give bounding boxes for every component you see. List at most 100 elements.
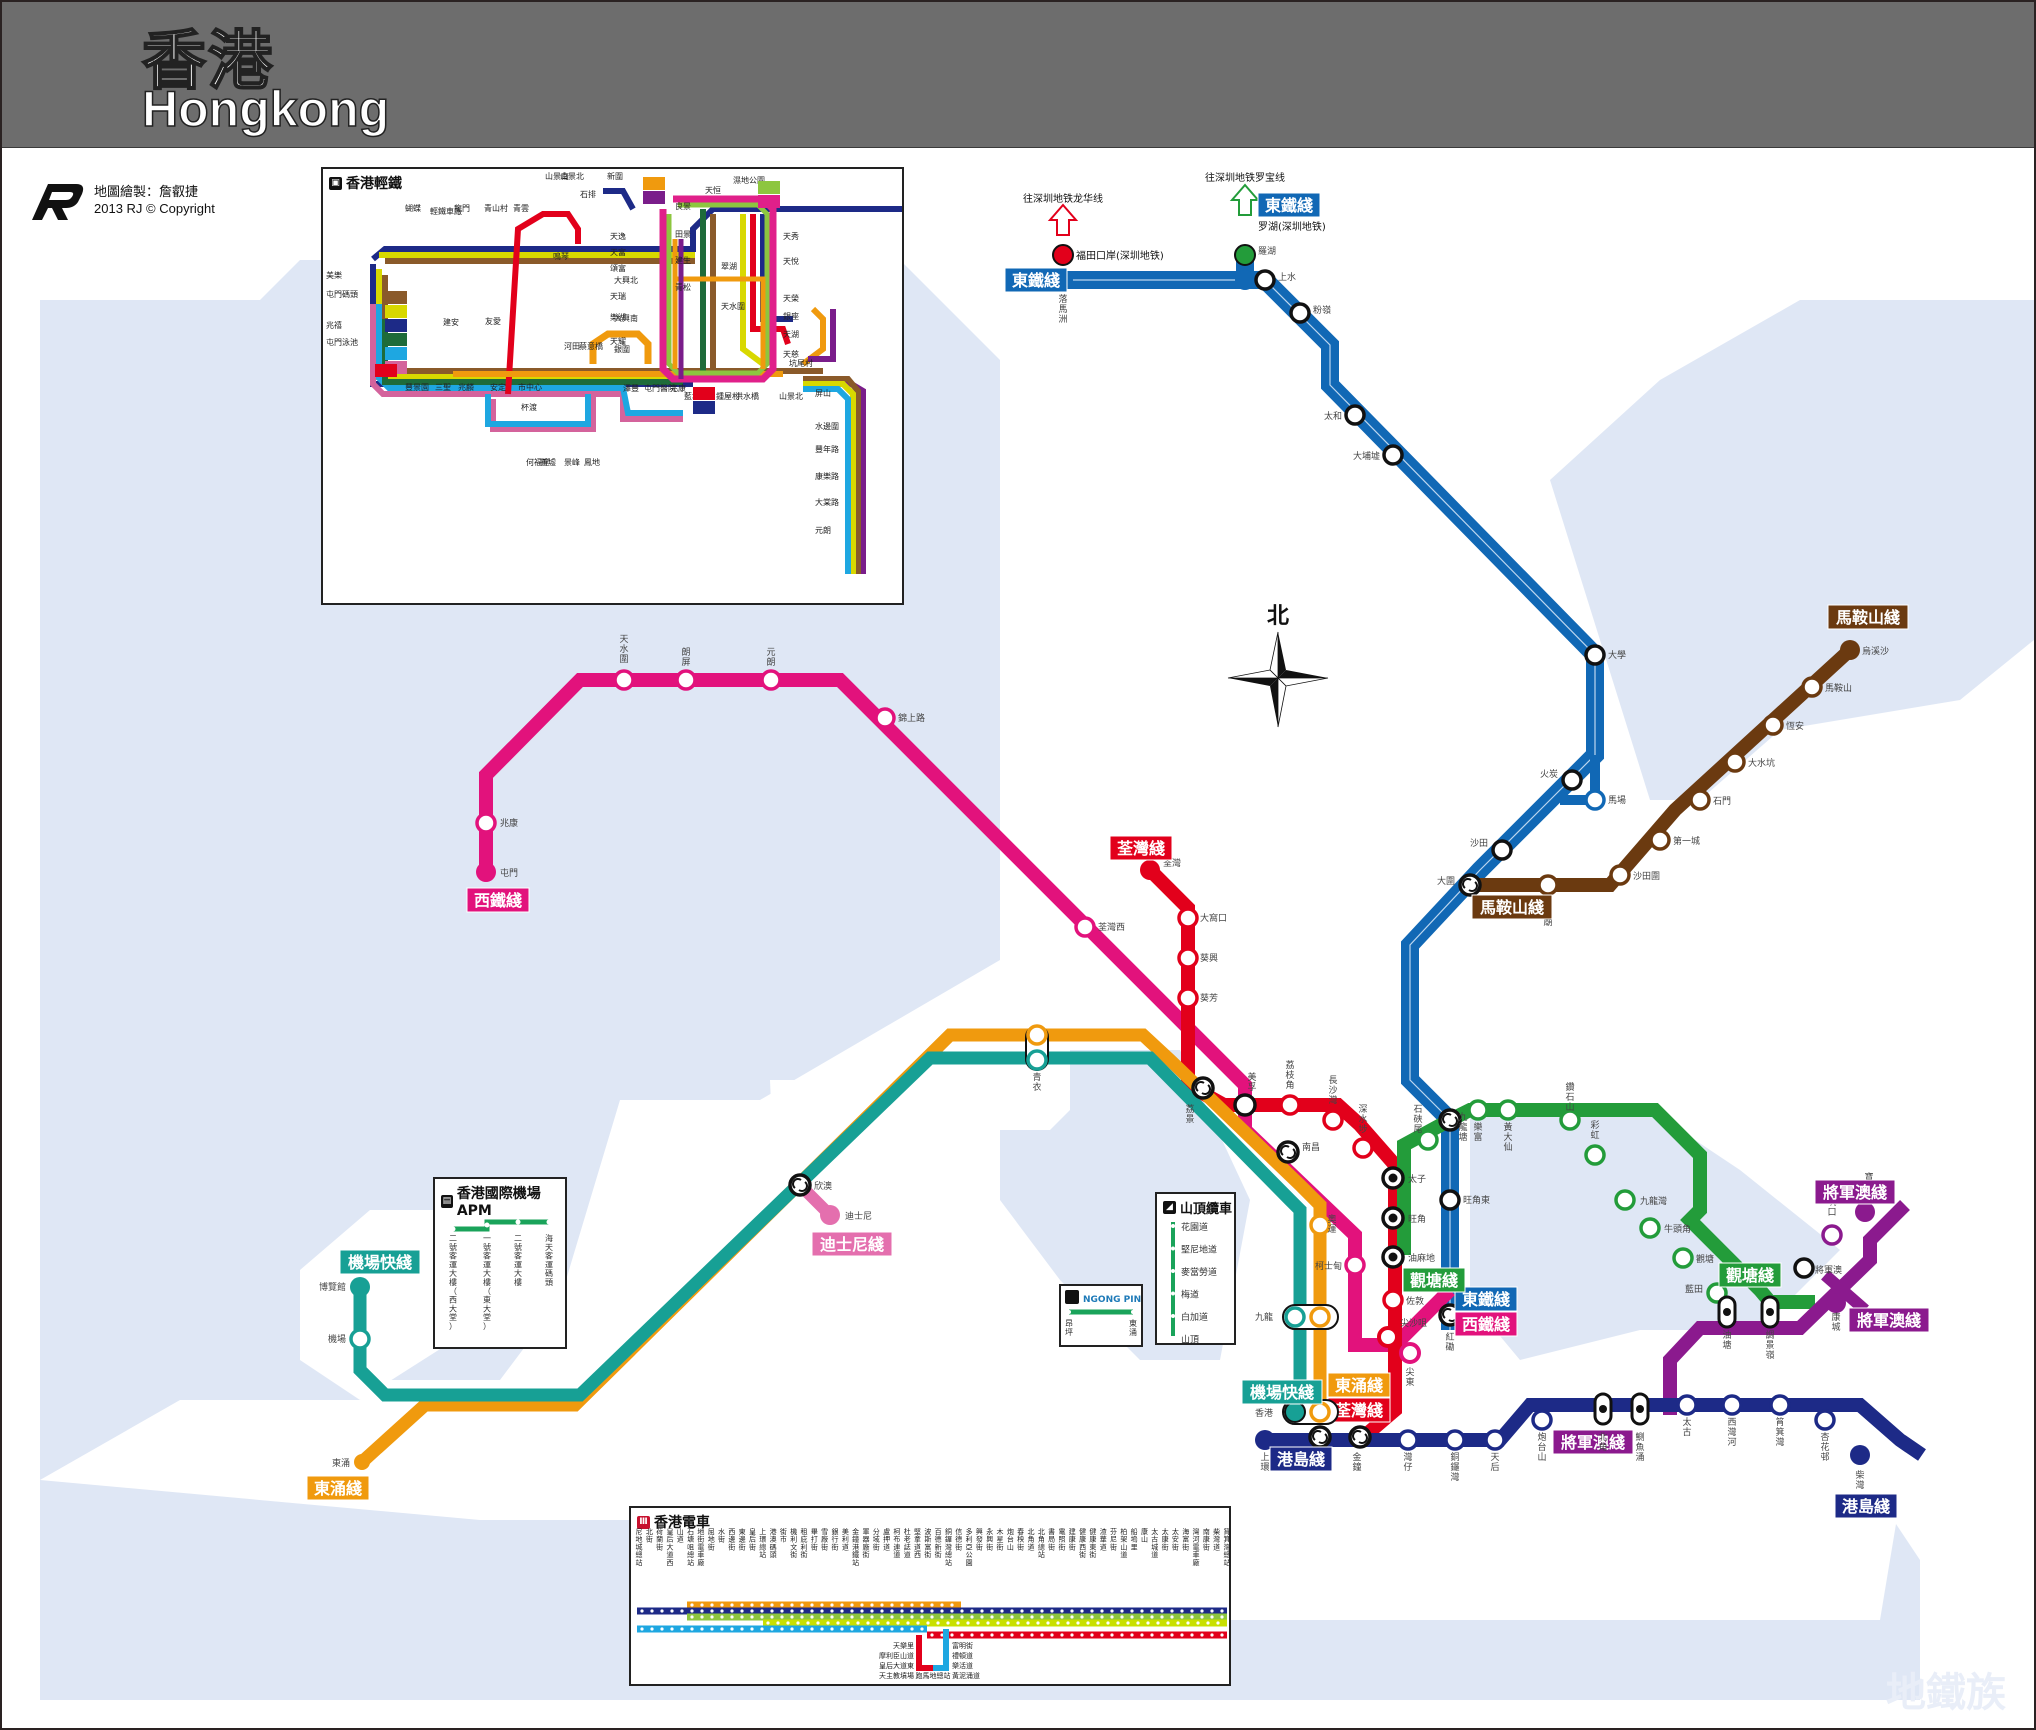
tram-stop[interactable] (860, 1609, 864, 1613)
station-island-line[interactable] (1676, 1394, 1698, 1416)
station-island-line[interactable] (1397, 1429, 1419, 1451)
badge-west-rail[interactable]: 西鐵綫 (1454, 1311, 1518, 1337)
tram-stop[interactable] (730, 1609, 734, 1613)
tram-stop[interactable] (710, 1615, 714, 1619)
tram-stop[interactable] (740, 1609, 744, 1613)
tram-stop[interactable] (800, 1627, 804, 1631)
tram-stop[interactable] (1190, 1615, 1194, 1619)
station-airport[interactable] (349, 1328, 371, 1350)
tram-stop[interactable] (1110, 1609, 1114, 1613)
tram-stop[interactable] (840, 1627, 844, 1631)
station-island-line[interactable] (1444, 1429, 1466, 1451)
tram-stop[interactable] (830, 1609, 834, 1613)
tram-stop[interactable] (860, 1627, 864, 1631)
tram-stop[interactable] (700, 1615, 704, 1619)
tram-stop[interactable] (1026, 1621, 1030, 1625)
peak-tram-station[interactable] (1171, 1314, 1175, 1318)
tram-stop[interactable] (860, 1603, 864, 1607)
station-east-rail[interactable] (1289, 302, 1311, 324)
tram-stop[interactable] (690, 1615, 694, 1619)
tram-stop[interactable] (900, 1603, 904, 1607)
badge-tseung-kwan-o[interactable]: 將軍澳綫 (1848, 1307, 1930, 1333)
tram-stop[interactable] (1206, 1621, 1210, 1625)
tram-stop[interactable] (1190, 1609, 1194, 1613)
station-yau-tong[interactable] (1717, 1295, 1737, 1329)
tram-stop[interactable] (950, 1603, 954, 1607)
tram-stop[interactable] (1006, 1621, 1010, 1625)
tram-stop[interactable] (750, 1615, 754, 1619)
tram-stop[interactable] (1150, 1633, 1154, 1637)
tram-stop[interactable] (820, 1603, 824, 1607)
station-ma-on-shan[interactable] (1689, 789, 1711, 811)
station-east-rail[interactable] (1561, 769, 1583, 791)
tram-stop[interactable] (790, 1609, 794, 1613)
tram-stop[interactable] (1200, 1609, 1204, 1613)
station-kwun-tong-line[interactable] (1559, 1109, 1581, 1131)
tram-stop[interactable] (920, 1627, 924, 1631)
tram-stop[interactable] (850, 1609, 854, 1613)
station-tsing-yi-tc[interactable] (1026, 1024, 1048, 1046)
badge-airport-express[interactable]: 機場快綫 (1241, 1379, 1323, 1405)
apm-station[interactable] (450, 1226, 456, 1232)
tram-stop[interactable] (680, 1609, 684, 1613)
badge-island[interactable]: 港島綫 (1834, 1493, 1898, 1519)
station-admiralty[interactable] (1348, 1425, 1372, 1449)
tram-stop[interactable] (816, 1621, 820, 1625)
tram-stop[interactable] (930, 1603, 934, 1607)
tram-stop[interactable] (926, 1621, 930, 1625)
tram-stop[interactable] (730, 1615, 734, 1619)
station-futian-shenzhen[interactable] (1052, 244, 1074, 266)
tram-stop[interactable] (1050, 1633, 1054, 1637)
station-mong-kok[interactable] (1381, 1206, 1405, 1230)
station-mong-kok-east[interactable] (1439, 1189, 1461, 1211)
tram-stop[interactable] (660, 1627, 664, 1631)
tram-stop[interactable] (890, 1615, 894, 1619)
station-tsuen-wan-line[interactable] (1279, 1094, 1301, 1116)
tram-stop[interactable] (1060, 1615, 1064, 1619)
tram-stop[interactable] (980, 1633, 984, 1637)
tram-stop[interactable] (980, 1609, 984, 1613)
station-luohu-shenzhen[interactable] (1234, 244, 1256, 266)
tram-stop[interactable] (1020, 1615, 1024, 1619)
tram-stop[interactable] (720, 1615, 724, 1619)
tram-stop[interactable] (810, 1627, 814, 1631)
station-island-line[interactable] (1814, 1409, 1836, 1431)
tram-stop[interactable] (1176, 1621, 1180, 1625)
tram-stop[interactable] (780, 1603, 784, 1607)
tram-stop[interactable] (750, 1627, 754, 1631)
tram-stop[interactable] (956, 1621, 960, 1625)
tram-stop[interactable] (890, 1609, 894, 1613)
station-east-tsim-sha-tsui[interactable] (1399, 1342, 1421, 1364)
station-north-point[interactable] (1593, 1392, 1613, 1426)
tram-stop[interactable] (1160, 1609, 1164, 1613)
tram-stop[interactable] (776, 1621, 780, 1625)
station-tsuen-wan-line[interactable] (1177, 987, 1199, 1009)
tram-stop[interactable] (960, 1633, 964, 1637)
tram-stop[interactable] (760, 1627, 764, 1631)
tram-stop[interactable] (1086, 1621, 1090, 1625)
badge-disneyland[interactable]: 迪士尼綫 (811, 1231, 893, 1257)
tram-stop[interactable] (800, 1603, 804, 1607)
tram-stop[interactable] (1210, 1633, 1214, 1637)
tram-stop[interactable] (916, 1621, 920, 1625)
station-tsuen-wan-line[interactable] (1177, 947, 1199, 969)
tram-stop[interactable] (950, 1609, 954, 1613)
tram-stop[interactable] (1156, 1621, 1160, 1625)
tram-stop[interactable] (1030, 1633, 1034, 1637)
station-kowloon-tong[interactable] (1438, 1108, 1462, 1132)
station-tung-chung[interactable] (354, 1454, 370, 1470)
tram-stop[interactable] (1160, 1633, 1164, 1637)
tram-stop[interactable] (910, 1627, 914, 1631)
tram-stop[interactable] (990, 1633, 994, 1637)
tram-stop[interactable] (680, 1627, 684, 1631)
tram-stop[interactable] (930, 1633, 934, 1637)
tram-stop[interactable] (1140, 1615, 1144, 1619)
tram-stop[interactable] (1060, 1609, 1064, 1613)
station-tuen-mun[interactable] (476, 862, 496, 882)
peak-tram-station[interactable] (1171, 1269, 1175, 1273)
tram-stop[interactable] (976, 1621, 980, 1625)
tram-stop[interactable] (820, 1609, 824, 1613)
tram-stop[interactable] (1136, 1621, 1140, 1625)
tram-stop[interactable] (700, 1603, 704, 1607)
tram-stop[interactable] (800, 1615, 804, 1619)
